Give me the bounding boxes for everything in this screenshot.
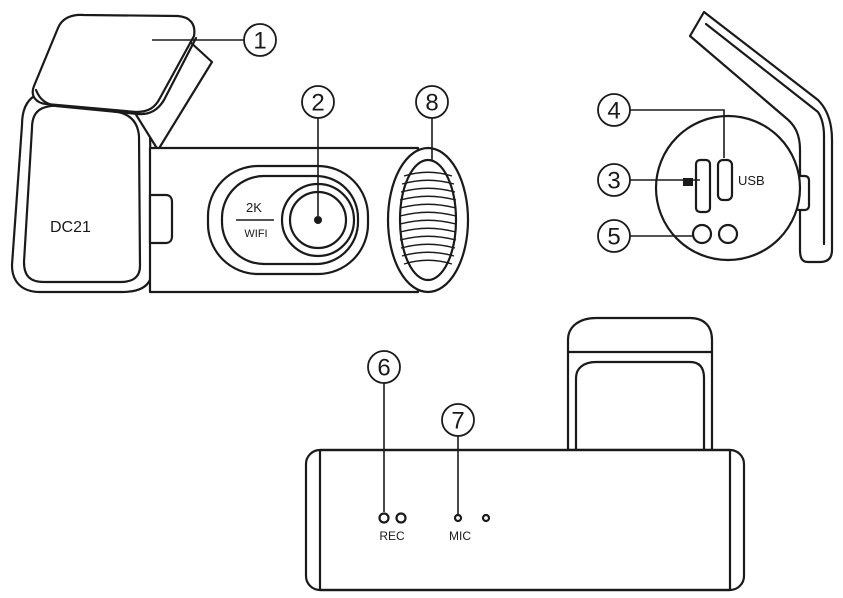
model-label: DC21 [50, 219, 91, 236]
rear-view: REC MIC 6 7 [304, 316, 746, 592]
callout-3-number: 3 [607, 168, 620, 195]
reset-hole [691, 223, 713, 245]
usb-label: USB [738, 173, 765, 188]
side-view: USB 4 3 5 [597, 10, 834, 264]
side-mount-arm-inner [704, 22, 826, 246]
callout-4-circle [597, 93, 631, 127]
rear-body [304, 448, 746, 592]
callout-8-circle [415, 85, 449, 119]
sd-card-slot [694, 158, 712, 214]
side-mount-arm [688, 10, 834, 264]
callout-6-circle [367, 350, 401, 384]
rear-body-face [318, 448, 732, 592]
callout-5-number: 5 [607, 224, 620, 251]
callout-8-number: 8 [425, 90, 438, 117]
callout-7-number: 7 [451, 408, 464, 435]
rear-mount-outer [566, 316, 714, 452]
mic-label: MIC [449, 529, 471, 543]
callout-1-number: 1 [253, 28, 266, 55]
callout-2-circle [301, 85, 335, 119]
usb-port [716, 158, 734, 202]
rear-mount-inner [574, 360, 706, 452]
callout-5-circle [597, 219, 631, 253]
mount-pad-edge [34, 36, 198, 116]
sd-card-icon [683, 178, 693, 186]
callout-3-circle [597, 163, 631, 197]
lens-badge-2k: 2K [246, 200, 262, 215]
callout-1-circle [243, 23, 277, 57]
mic-hole [453, 513, 463, 523]
side-hole-right [717, 223, 739, 245]
front-view: 2K WIFI DC21 1 2 [10, 13, 470, 294]
side-knob [148, 193, 174, 245]
ring-grip-ridges [399, 171, 457, 265]
rec-led-2 [395, 512, 407, 524]
callout-4-leader [630, 109, 725, 158]
callout-2-number: 2 [311, 90, 324, 117]
rec-led-1 [378, 512, 390, 524]
adhesive-mount-pad [31, 13, 196, 114]
lens-window-inner [220, 174, 360, 266]
rec-label: REC [379, 529, 405, 543]
callout-7-circle [441, 403, 475, 437]
rear-small-hole [481, 513, 491, 523]
lens-badge-wifi: WIFI [244, 228, 267, 240]
camera-lens-center [314, 216, 322, 224]
rotating-ring-inner [398, 158, 458, 282]
callout-4-number: 4 [607, 98, 620, 125]
callout-6-number: 6 [377, 355, 390, 382]
